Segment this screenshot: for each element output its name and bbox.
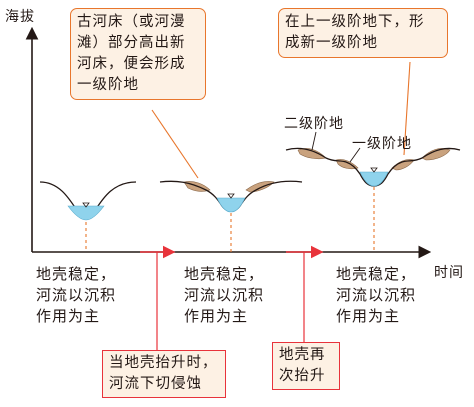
river-water-2 — [216, 197, 246, 213]
stage-text-line: 河流以沉积 — [336, 286, 417, 304]
callout-new-terrace: 在上一级阶地下，形 成新一级阶地 — [278, 8, 448, 58]
callout-line: 滩）部分高出新 — [77, 35, 186, 51]
callout-line: 在上一级阶地下，形 — [285, 14, 425, 30]
stage-text-line: 作用为主 — [336, 307, 401, 325]
valley-stage-1 — [39, 181, 137, 252]
callout-pointer-left — [151, 109, 199, 179]
stage-text-line: 作用为主 — [36, 307, 101, 325]
river-water-3 — [359, 171, 389, 187]
sediment-right-2 — [245, 181, 275, 193]
callout-pointer-right — [403, 61, 411, 156]
y-axis-label: 海拔 — [5, 9, 35, 25]
process-line: 次抬升 — [279, 368, 326, 384]
process-box-uplift: 当地壳抬升时， 河流下切侵蚀 — [102, 350, 226, 398]
stage-text-3: 地壳稳定， 河流以沉积 作用为主 — [336, 264, 416, 327]
process-line: 当地壳抬升时， — [109, 355, 218, 371]
process-line: 地壳再 — [279, 347, 326, 363]
label-first-terrace: 一级阶地 — [352, 136, 412, 152]
valley-stage-2 — [159, 180, 303, 252]
process-line: 河流下切侵蚀 — [109, 376, 202, 392]
stage-text-line: 地壳稳定， — [184, 265, 265, 283]
callout-first-terrace: 古河床（或河漫 滩）部分高出新 河床，便会形成 一级阶地 — [70, 8, 206, 100]
callout-line: 河床，便会形成 — [77, 56, 186, 72]
process-box-reuplift: 地壳再 次抬升 — [272, 342, 340, 390]
stage-text-line: 河流以沉积 — [184, 286, 265, 304]
stage-text-line: 地壳稳定， — [336, 265, 417, 283]
stage-text-line: 作用为主 — [184, 307, 249, 325]
label-second-terrace: 二级阶地 — [284, 116, 344, 132]
stage-text-line: 河流以沉积 — [36, 286, 117, 304]
x-axis-label: 时间 — [434, 265, 464, 281]
sediment-upper-right-3 — [421, 148, 451, 161]
stage-text-1: 地壳稳定， 河流以沉积 作用为主 — [36, 264, 116, 327]
river-water-1 — [67, 205, 105, 221]
callout-line: 一级阶地 — [77, 77, 139, 93]
stage-text-line: 地壳稳定， — [36, 265, 117, 283]
valley-stage-3 — [285, 147, 461, 252]
callout-line: 成新一级阶地 — [285, 35, 378, 51]
stage-text-2: 地壳稳定， 河流以沉积 作用为主 — [184, 264, 264, 327]
terrace-1-pointer — [349, 147, 361, 163]
sediment-lower-left-3 — [335, 159, 359, 170]
callout-line: 古河床（或河漫 — [77, 14, 186, 30]
terrace-2-pointer — [311, 131, 317, 151]
